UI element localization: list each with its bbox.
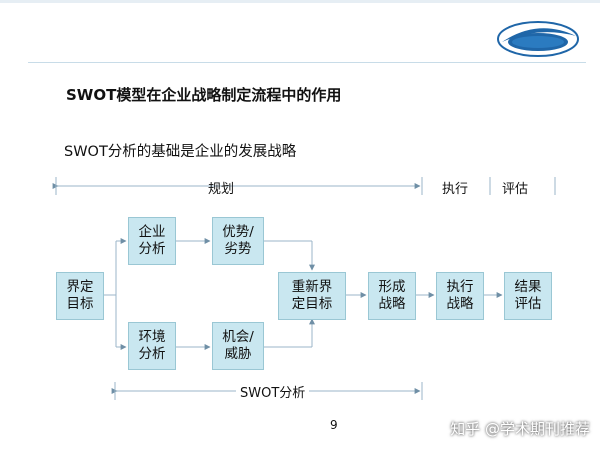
label-swot: SWOT分析 [236,382,310,401]
top-bar [0,0,600,3]
label-planning: 规划 [208,182,235,197]
box-result-evaluation: 结果 评估 [504,272,552,320]
box-form-strategy: 形成 战略 [368,272,416,320]
logo-icon [497,21,579,57]
watermark: 知乎 @学术期刊推荐 [450,420,590,438]
slide-subtitle: SWOT分析的基础是企业的发展战略 [64,144,297,160]
box-execute-strategy: 执行 战略 [436,272,484,320]
label-execute: 执行 [442,182,469,197]
label-evaluate: 评估 [502,182,529,197]
slide-title: SWOT模型在企业战略制定流程中的作用 [66,86,342,104]
box-strengths-weaknesses: 优势/ 劣势 [212,217,264,265]
box-enterprise-analysis: 企业 分析 [128,217,176,265]
page-number: 9 [330,418,338,432]
header-rule [28,62,586,63]
box-define-target: 界定 目标 [56,272,104,320]
box-environment-analysis: 环境 分析 [128,322,176,370]
box-opportunities-threats: 机会/ 威胁 [212,322,264,370]
box-redefine-target: 重新界 定目标 [278,272,346,320]
